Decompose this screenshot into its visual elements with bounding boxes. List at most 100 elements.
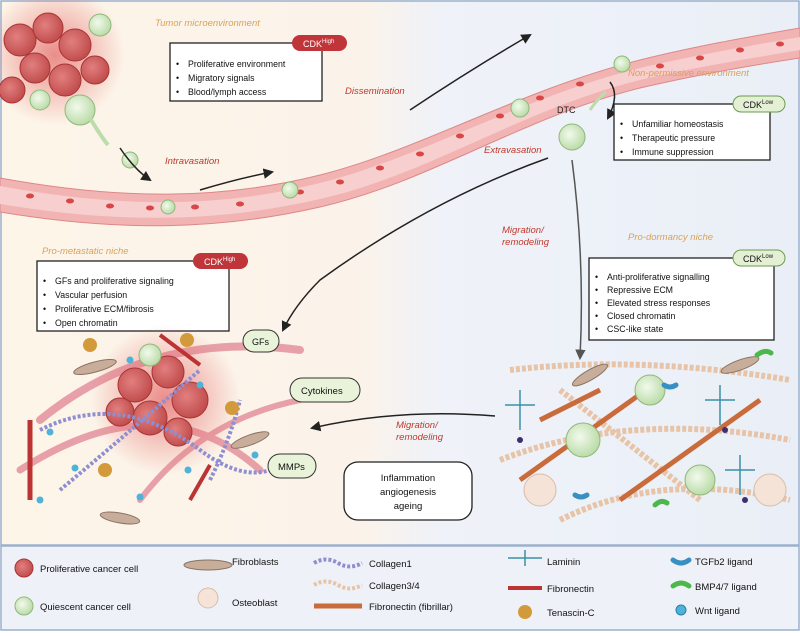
region-prometastatic-title: Pro-metastatic niche [42,246,129,257]
proliferative-cell-icon [14,558,34,578]
prodormancy-niche-illustration [498,348,791,523]
box-item: Immune suppression [632,147,714,157]
legend: Proliferative cancer cell Quiescent canc… [14,550,757,619]
legend-fibronectin-fibrillar: Fibronectin (fibrillar) [369,602,453,613]
legend-fibroblasts: Fibroblasts [232,557,279,568]
migration-label-2b: remodeling [396,432,444,443]
svg-text:•: • [43,304,46,314]
migration-arrow-metastatic [281,157,549,332]
svg-text:CDKLow: CDKLow [743,254,774,264]
box-item: CSC-like state [607,324,663,334]
box-item: Blood/lymph access [188,87,267,97]
svg-text:•: • [595,272,598,282]
factor-mmps: MMPs [267,453,317,479]
box-item: Proliferative environment [188,59,286,69]
svg-text:CDKLow: CDKLow [743,100,774,110]
circulating-cell [160,199,176,215]
legend-proliferative: Proliferative cancer cell [40,564,138,575]
region-tumor-title: Tumor microenvironment [155,18,260,29]
intravasation-arrow [119,147,152,182]
extravasation-arrow [607,81,617,120]
cdk-high-badge [193,253,248,269]
cdk-low-badge [732,249,786,267]
svg-text:Cytokines: Cytokines [301,386,343,397]
tgfb2-icon [670,557,692,566]
box-item: Repressive ECM [607,285,673,295]
legend-osteoblast: Osteoblast [232,598,278,609]
tenascin-icon [518,605,532,619]
prometastatic-box: CDKHigh • GFs and proliferative signalin… [36,253,248,332]
box-item: Anti-proliferative signalling [607,272,710,282]
collagen1-icon [312,557,364,569]
svg-text:•: • [620,119,623,129]
svg-text:•: • [595,298,598,308]
svg-text:CDKHigh: CDKHigh [204,257,235,267]
legend-quiescent: Quiescent cancer cell [40,602,131,613]
osteoblast-icon [197,587,219,609]
svg-text:•: • [595,311,598,321]
cdk-high-badge [292,35,347,51]
migration-label-1a: Migration/ [502,225,545,236]
inflammation-box: Inflammation angiogenesis ageing [343,461,473,521]
legend-fibronectin: Fibronectin [547,584,594,595]
nonpermissive-box: CDKLow • Unfamiliar homeostasis • Therap… [613,95,786,161]
box-item: Migratory signals [188,73,255,83]
svg-text:•: • [43,290,46,300]
circulating-cell [510,98,530,118]
legend-collagen1: Collagen1 [369,559,412,570]
blood-vessel [0,27,800,227]
collagen34-icon [312,579,364,591]
box-item: Elevated stress responses [607,298,711,308]
migration-label-1b: remodeling [502,237,550,248]
factor-gfs: GFs [242,329,280,353]
factor-cytokines: Cytokines [289,377,361,403]
dissemination-arrow [409,33,532,111]
intravasation-arrow-2 [199,168,275,191]
circulating-cell [613,55,631,73]
red-blood-cells [26,41,784,211]
svg-text:CDKHigh: CDKHigh [303,39,334,49]
legend-collagen34: Collagen3/4 [369,581,420,592]
region-prodormancy-title: Pro-dormancy niche [628,232,713,243]
svg-text:GFs: GFs [252,337,269,347]
svg-text:Inflammation: Inflammation [381,473,435,484]
box-item: GFs and proliferative signaling [55,276,174,286]
svg-text:•: • [176,73,179,83]
dtc-cell: DTC [557,90,607,151]
svg-text:•: • [43,318,46,328]
legend-bmp: BMP4/7 ligand [695,582,757,593]
region-nonpermissive-title: Non-permissive environment [628,68,749,79]
svg-text:MMPs: MMPs [278,462,305,473]
quiescent-cell-icon [14,596,34,616]
svg-text:angiogenesis: angiogenesis [380,487,436,498]
svg-text:•: • [43,276,46,286]
box-item: Unfamiliar homeostasis [632,119,724,129]
svg-text:•: • [595,285,598,295]
legend-tenascin: Tenascin-C [547,608,595,619]
prodormancy-box: CDKLow • Anti-proliferative signalling •… [588,249,786,341]
intravasation-label: Intravasation [165,156,219,167]
wnt-icon [675,604,687,616]
svg-text:•: • [176,59,179,69]
svg-text:•: • [620,147,623,157]
box-item: Vascular perfusion [55,290,127,300]
dtc-label: DTC [557,105,576,115]
process-arrows [119,33,617,432]
fibroblast-icon [183,559,233,571]
svg-text:•: • [176,87,179,97]
prometastatic-niche-illustration [16,325,304,525]
migration-arrow-return [309,412,496,432]
migration-label-2a: Migration/ [396,420,439,431]
box-item: Proliferative ECM/fibrosis [55,304,154,314]
primary-tumor [0,0,139,169]
extravasation-label: Extravasation [484,145,542,156]
cdk-low-badge [732,95,786,113]
box-item: Open chromatin [55,318,118,328]
box-item: Therapeutic pressure [632,133,715,143]
circulating-cell [281,181,299,199]
svg-text:•: • [620,133,623,143]
legend-laminin: Laminin [547,557,580,568]
svg-text:•: • [595,324,598,334]
